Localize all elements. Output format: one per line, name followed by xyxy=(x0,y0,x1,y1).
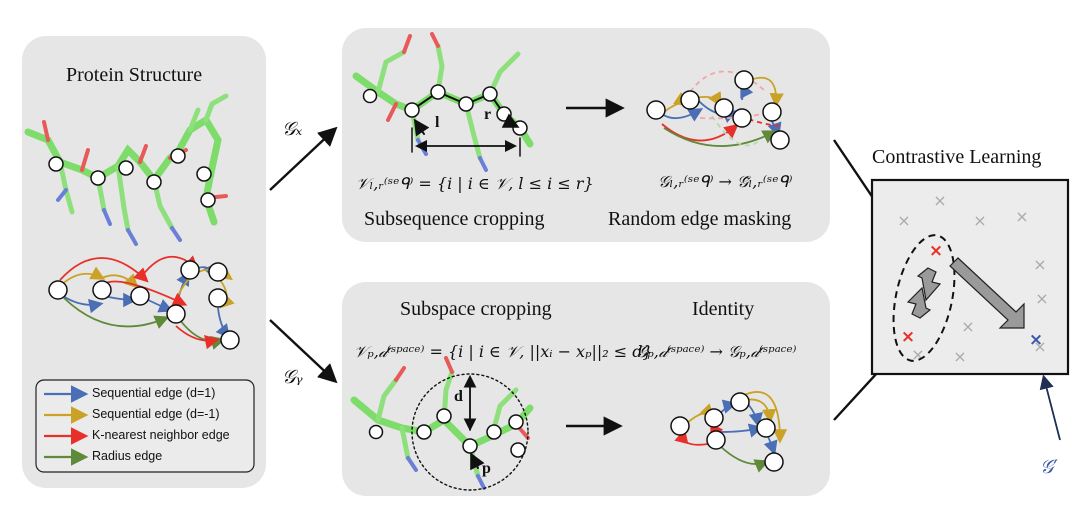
legend-label-knn: K-nearest neighbor edge xyxy=(92,428,230,442)
contrast-arrows xyxy=(906,257,1025,329)
svg-text:×: × xyxy=(897,211,910,230)
subsequence-stick-model xyxy=(352,32,534,172)
subsequence-panel xyxy=(342,28,830,242)
identity-label: Identity xyxy=(692,298,755,320)
svg-text:×: × xyxy=(929,241,943,261)
arrow-to-subsequence xyxy=(269,126,338,191)
contrastive-title: Contrastive Learning xyxy=(872,146,1042,168)
subspace-stick-model xyxy=(350,356,534,491)
d-label: d xyxy=(454,388,463,405)
positive-pair-ellipse xyxy=(892,234,956,362)
svg-text:×: × xyxy=(933,191,946,210)
legend-label-seq-1: Sequential edge (d=1) xyxy=(92,386,216,400)
g-prime-arrow xyxy=(1039,374,1061,441)
embedding-points: × × × × × × × × × × × × × xyxy=(897,191,1048,366)
svg-text:×: × xyxy=(901,327,915,347)
legend-box xyxy=(35,379,255,473)
svg-text:×: × xyxy=(1015,207,1028,226)
protein-panel xyxy=(22,36,266,488)
identity-graph xyxy=(670,391,788,473)
r-label: r xyxy=(484,106,492,123)
svg-text:×: × xyxy=(953,347,966,366)
protein-title: Protein Structure xyxy=(66,64,203,86)
masking-formula: 𝒢ₗ,ᵣ⁽ˢᵉᑫ⁾ → 𝒢̃ₗ,ᵣ⁽ˢᵉᑫ⁾ xyxy=(658,172,793,191)
svg-text:×: × xyxy=(1029,330,1043,350)
subsequence-formula: 𝒱ₗ,ᵣ⁽ˢᵉᑫ⁾ = {i | i ∈ 𝒱, l ≤ i ≤ r} xyxy=(356,174,594,193)
svg-text:×: × xyxy=(961,317,974,336)
random-edge-masking-label: Random edge masking xyxy=(608,208,792,230)
arrow-to-subspace xyxy=(269,319,338,384)
legend-label-radius: Radius edge xyxy=(92,449,163,463)
identity-formula: 𝒢ₚ,𝒹⁽ˢᵖᵃᶜᵉ⁾ → 𝒢ₚ,𝒹⁽ˢᵖᵃᶜᵉ⁾ xyxy=(636,342,797,361)
protein-graph xyxy=(48,255,240,350)
subspace-formula: 𝒱ₚ,𝒹⁽ˢᵖᵃᶜᵉ⁾ = {i | i ∈ 𝒱, ||xᵢ − xₚ||₂ ≤… xyxy=(354,342,653,361)
svg-text:×: × xyxy=(1033,255,1046,274)
p-label: p xyxy=(482,460,491,477)
legend-arrows xyxy=(44,385,89,466)
legend-label-seq-neg1: Sequential edge (d=-1) xyxy=(92,407,220,421)
gx-label: 𝒢ₓ xyxy=(282,118,303,140)
protein-stick-model xyxy=(24,93,229,246)
subspace-cropping-label: Subspace cropping xyxy=(400,298,552,320)
svg-text:×: × xyxy=(1035,289,1048,308)
g-prime-label: 𝒢′ xyxy=(1040,456,1058,478)
svg-text:×: × xyxy=(1033,337,1046,356)
masked-graph xyxy=(646,70,790,150)
l-label: l xyxy=(435,114,440,131)
gy-label: 𝒢ᵧ xyxy=(282,366,303,388)
subsequence-cropping-label: Subsequence cropping xyxy=(364,208,545,230)
svg-text:×: × xyxy=(973,211,986,230)
